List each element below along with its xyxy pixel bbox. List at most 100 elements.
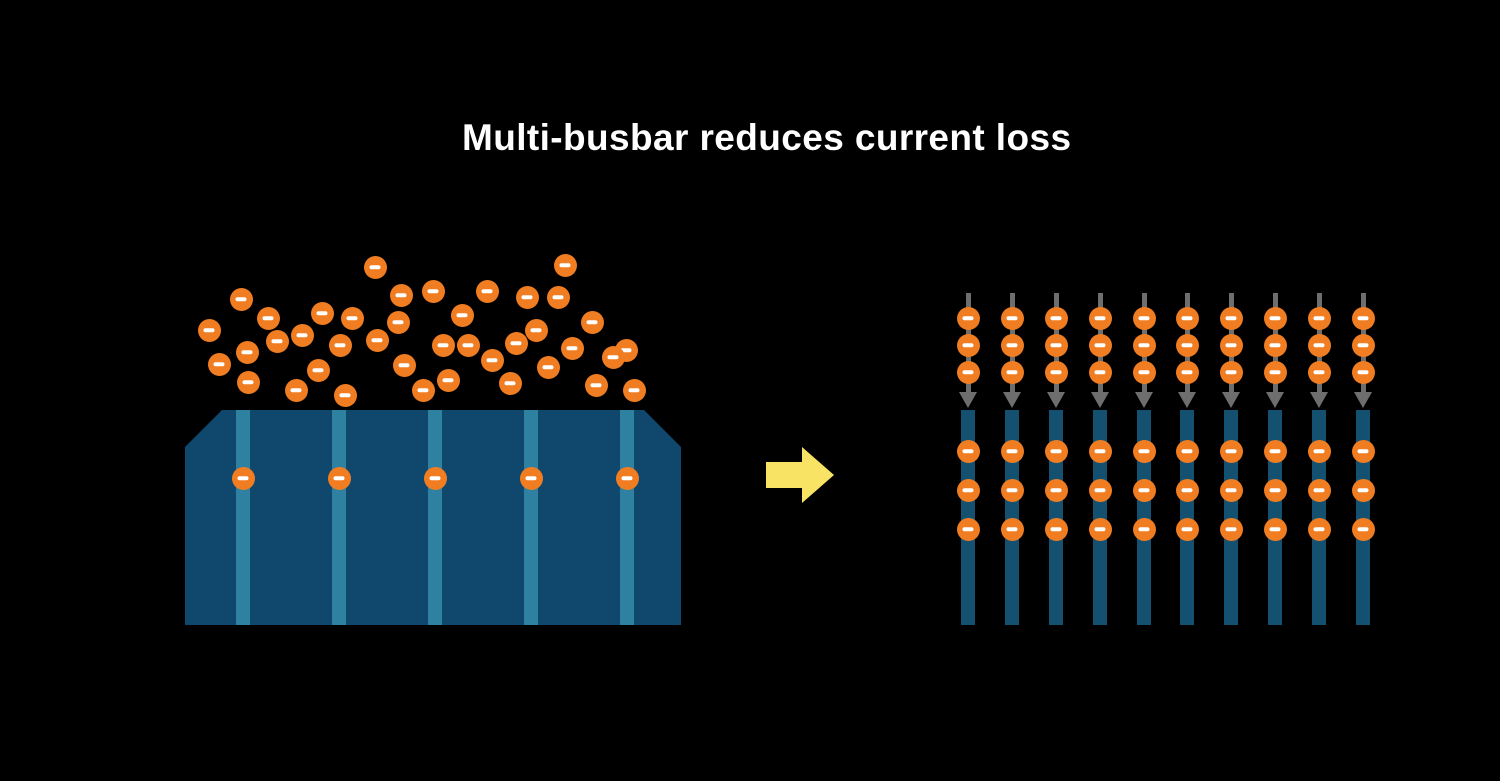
flow-arrow-head-icon [802, 447, 834, 503]
electron-icon [1000, 439, 1024, 463]
electron-icon [363, 255, 387, 279]
electron-icon [1044, 333, 1068, 357]
electron-icon [1088, 360, 1112, 384]
electron-icon [411, 378, 435, 402]
electron-icon [333, 383, 357, 407]
electron-icon [1219, 306, 1243, 330]
electron-icon [519, 466, 543, 490]
down-arrow-head-icon [1266, 392, 1284, 408]
electron-icon [1307, 333, 1331, 357]
electron-icon [1088, 333, 1112, 357]
down-arrow-head-icon [1354, 392, 1372, 408]
electron-icon [956, 439, 980, 463]
electron-icon [340, 306, 364, 330]
electron-icon [1263, 439, 1287, 463]
electron-icon [365, 328, 389, 352]
electron-icon [1263, 478, 1287, 502]
electron-icon [1044, 439, 1068, 463]
electron-icon [456, 333, 480, 357]
electron-icon [1307, 306, 1331, 330]
electron-icon [1088, 439, 1112, 463]
electron-icon [956, 306, 980, 330]
electron-icon [310, 301, 334, 325]
electron-icon [235, 340, 259, 364]
electron-icon [1351, 517, 1375, 541]
electron-icon [584, 373, 608, 397]
electron-icon [956, 478, 980, 502]
electron-icon [956, 333, 980, 357]
flow-arrow-icon [766, 462, 802, 488]
electron-icon [1219, 439, 1243, 463]
electron-icon [1263, 306, 1287, 330]
down-arrow-head-icon [1178, 392, 1196, 408]
electron-icon [560, 336, 584, 360]
electron-icon [1132, 306, 1156, 330]
electron-icon [1351, 360, 1375, 384]
electron-icon [290, 323, 314, 347]
electron-icon [1307, 517, 1331, 541]
electron-icon [515, 285, 539, 309]
electron-icon [265, 329, 289, 353]
electron-icon [1175, 478, 1199, 502]
down-arrow-head-icon [1222, 392, 1240, 408]
electron-icon [1132, 478, 1156, 502]
electron-icon [1175, 517, 1199, 541]
electron-icon [431, 333, 455, 357]
electron-icon [1219, 478, 1243, 502]
electron-icon [423, 466, 447, 490]
electron-icon [1351, 333, 1375, 357]
electron-icon [284, 378, 308, 402]
down-arrow-head-icon [1047, 392, 1065, 408]
electron-icon [1263, 360, 1287, 384]
electron-icon [1000, 333, 1024, 357]
electron-icon [1044, 517, 1068, 541]
electron-icon [450, 303, 474, 327]
electron-icon [1175, 360, 1199, 384]
electron-icon [1175, 439, 1199, 463]
busbar-stripe [236, 410, 250, 625]
electron-icon [1351, 439, 1375, 463]
electron-icon [580, 310, 604, 334]
electron-icon [546, 285, 570, 309]
electron-icon [392, 353, 416, 377]
electron-icon [1219, 517, 1243, 541]
electron-icon [421, 279, 445, 303]
electron-icon [956, 360, 980, 384]
cell-body [185, 410, 681, 625]
electron-icon [622, 378, 646, 402]
electron-icon [231, 466, 255, 490]
busbar-stripe [428, 410, 442, 625]
busbar-stripe [524, 410, 538, 625]
electron-icon [1132, 517, 1156, 541]
electron-icon [615, 466, 639, 490]
electron-icon [1263, 333, 1287, 357]
electron-icon [236, 370, 260, 394]
electron-icon [207, 352, 231, 376]
electron-icon [197, 318, 221, 342]
electron-icon [1307, 360, 1331, 384]
electron-icon [1132, 360, 1156, 384]
electron-icon [498, 371, 522, 395]
electron-icon [386, 310, 410, 334]
electron-icon [229, 287, 253, 311]
busbar-stripe [332, 410, 346, 625]
down-arrow-head-icon [959, 392, 977, 408]
electron-icon [1088, 478, 1112, 502]
electron-icon [1351, 306, 1375, 330]
electron-icon [956, 517, 980, 541]
electron-icon [1000, 517, 1024, 541]
electron-icon [1175, 333, 1199, 357]
electron-icon [1132, 439, 1156, 463]
electron-icon [306, 358, 330, 382]
electron-icon [536, 355, 560, 379]
electron-icon [504, 331, 528, 355]
electron-icon [601, 345, 625, 369]
electron-icon [524, 318, 548, 342]
electron-icon [1044, 306, 1068, 330]
down-arrow-head-icon [1135, 392, 1153, 408]
electron-icon [389, 283, 413, 307]
electron-icon [1263, 517, 1287, 541]
down-arrow-head-icon [1091, 392, 1109, 408]
